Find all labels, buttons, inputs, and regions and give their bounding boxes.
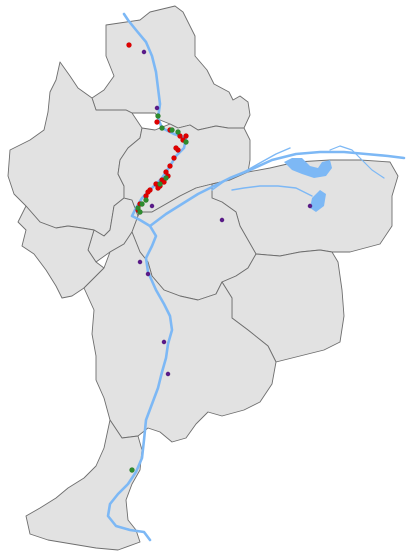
marker-green-8[interactable]: [143, 197, 149, 203]
marker-purple-6[interactable]: [145, 271, 151, 277]
point-markers: [126, 42, 313, 473]
marker-purple-4[interactable]: [307, 203, 313, 209]
marker-purple-3[interactable]: [219, 217, 225, 223]
marker-green-6[interactable]: [163, 175, 169, 181]
river-east-link: [231, 185, 313, 197]
river-east-branch: [329, 145, 385, 179]
marker-purple-8[interactable]: [165, 371, 171, 377]
marker-red-1[interactable]: [126, 42, 132, 48]
marker-green-4[interactable]: [175, 129, 181, 135]
marker-purple-9[interactable]: [149, 203, 155, 209]
marker-red-7[interactable]: [171, 155, 177, 161]
marker-green-5[interactable]: [183, 139, 189, 145]
river-east: [148, 150, 406, 228]
marker-green-9[interactable]: [139, 201, 145, 207]
marker-red-8[interactable]: [167, 163, 173, 169]
district-south[interactable]: [25, 419, 143, 551]
marker-green-12[interactable]: [129, 467, 135, 473]
district-boundaries: [7, 5, 399, 551]
marker-purple-2[interactable]: [154, 105, 160, 111]
marker-purple-5[interactable]: [137, 259, 143, 265]
marker-red-18[interactable]: [173, 145, 179, 151]
marker-purple-1[interactable]: [141, 49, 147, 55]
marker-green-7[interactable]: [157, 181, 163, 187]
river-north: [106, 12, 188, 542]
marker-red-20[interactable]: [145, 189, 151, 195]
marker-green-3[interactable]: [169, 127, 175, 133]
marker-green-2[interactable]: [159, 125, 165, 131]
marker-purple-7[interactable]: [161, 339, 167, 345]
rivers-and-lakes: [106, 12, 406, 542]
district-south-central[interactable]: [83, 231, 277, 443]
marker-green-1[interactable]: [155, 113, 161, 119]
marker-red-19[interactable]: [183, 133, 189, 139]
river-east-channel: [211, 147, 291, 191]
marker-green-11[interactable]: [137, 209, 143, 215]
lake-east: [284, 158, 332, 178]
lake-east-small: [310, 190, 326, 212]
marker-red-2[interactable]: [154, 119, 160, 125]
